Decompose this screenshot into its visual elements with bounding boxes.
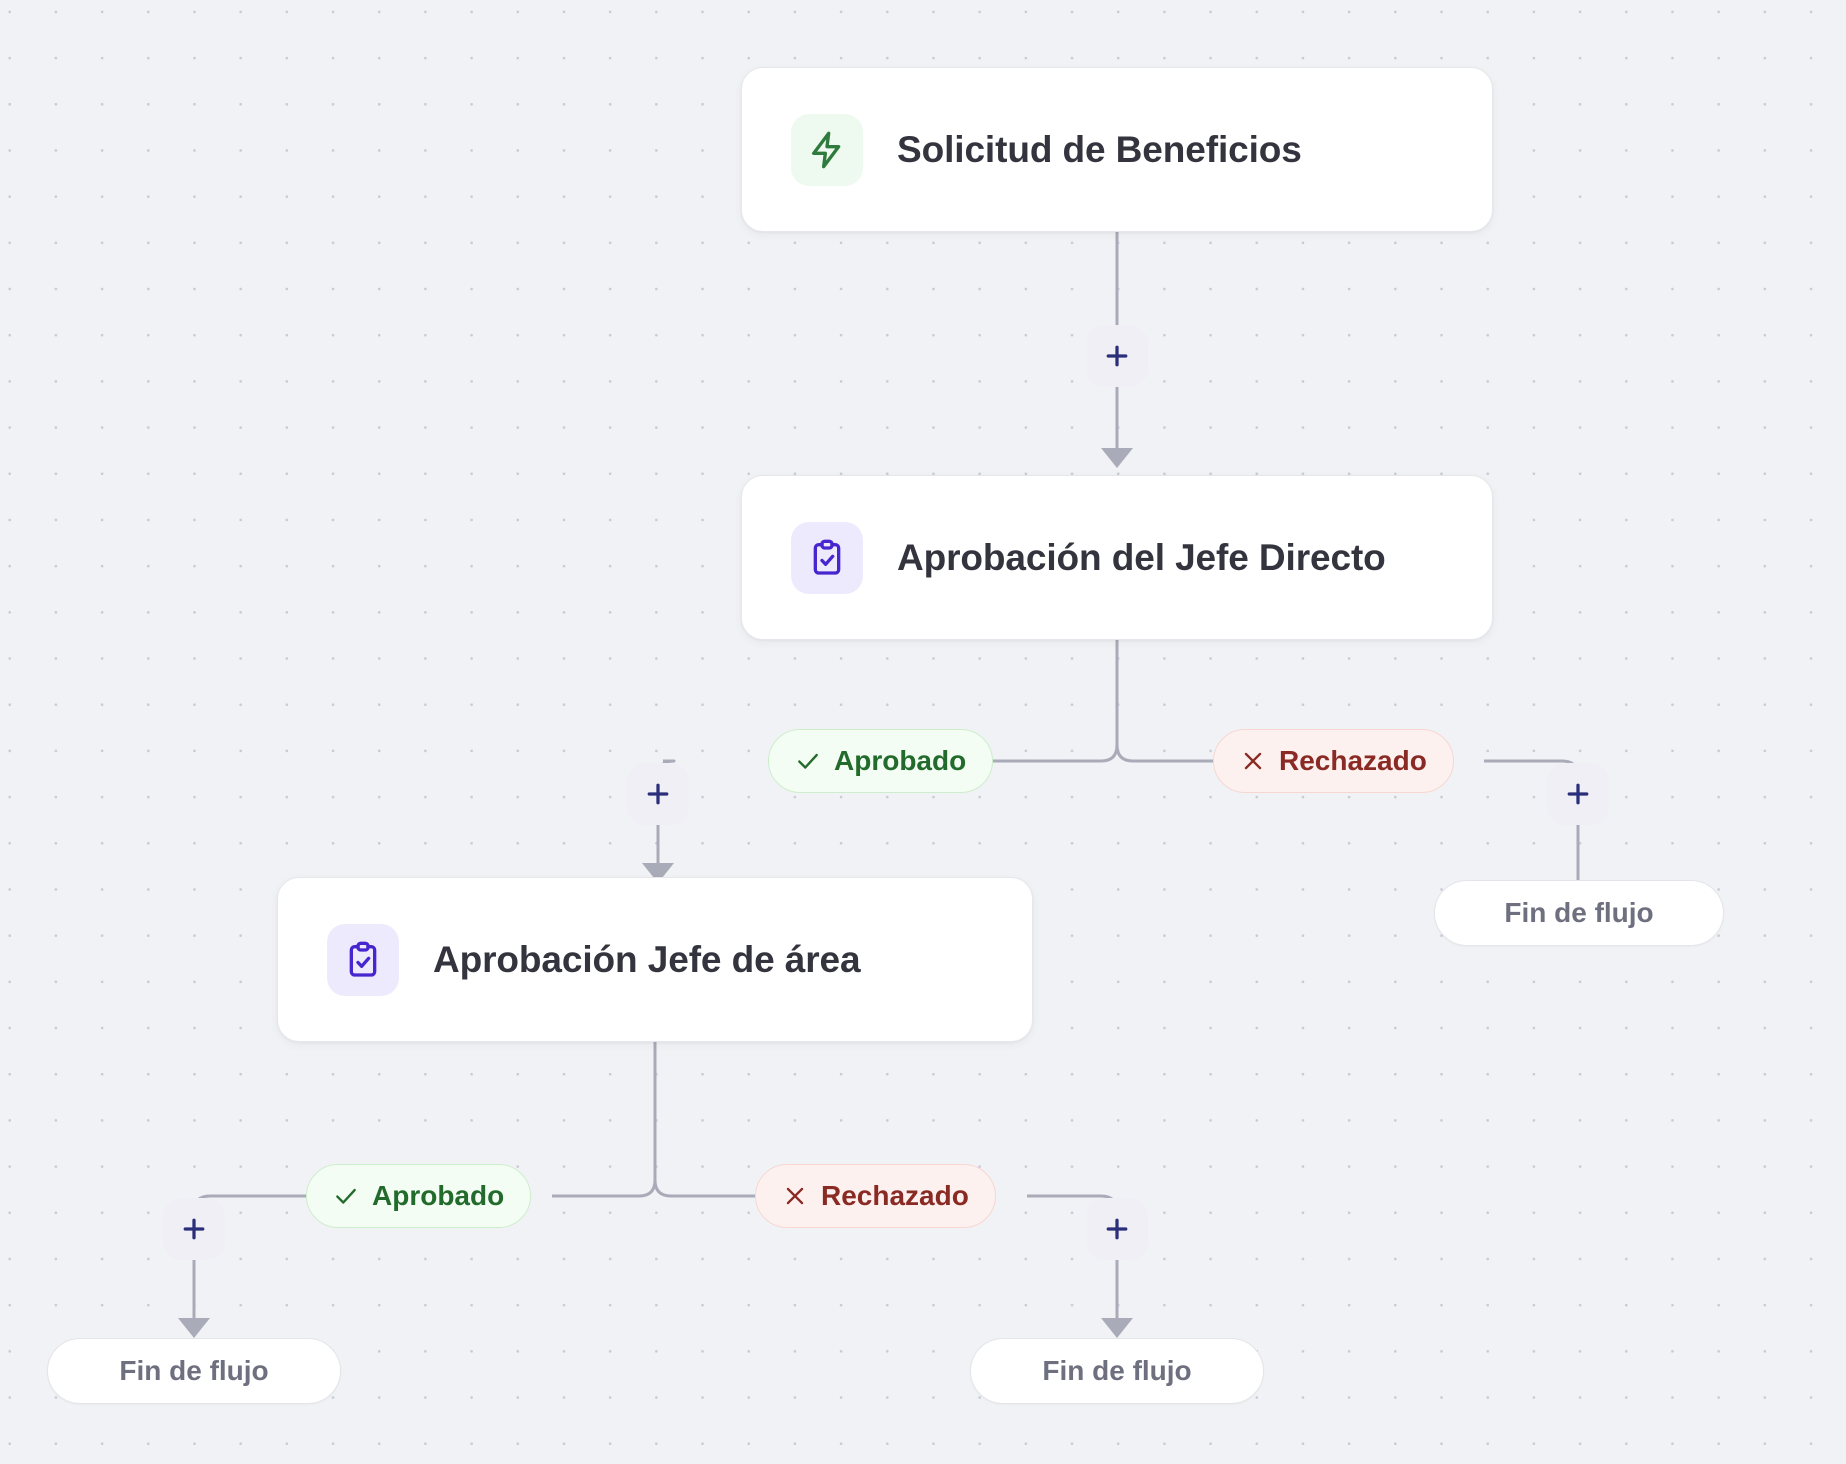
plus-icon [1106, 1218, 1128, 1240]
add-on-b1-approved-button[interactable] [627, 763, 689, 825]
end-node-fin-de-flujo-1[interactable]: Fin de flujo [1434, 880, 1724, 946]
clipboard-check-icon [327, 923, 399, 996]
add-on-b1-rejected-button[interactable] [1547, 763, 1609, 825]
end-node-label: Fin de flujo [1042, 1355, 1192, 1386]
clipboard-check-icon [791, 521, 863, 594]
branch-badge-label: Rechazado [821, 1180, 969, 1211]
end-node-fin-de-flujo-3[interactable]: Fin de flujo [970, 1338, 1264, 1404]
edge-approval2-split-right [653, 1042, 755, 1198]
branch-badge-label: Aprobado [834, 745, 967, 776]
node-aprobacion-jefe-de-area[interactable]: Aprobación Jefe de área [277, 877, 1033, 1042]
check-icon [795, 748, 821, 774]
branch-badge-rechazado-2[interactable]: Rechazado [755, 1164, 996, 1228]
plus-icon [647, 783, 669, 805]
edge-approval2-split-left [552, 1042, 657, 1198]
node-title: Aprobación Jefe de área [433, 938, 861, 980]
node-title: Aprobación del Jefe Directo [897, 536, 1386, 578]
plus-icon [1567, 783, 1589, 805]
arrow-head [178, 1318, 210, 1338]
branch-badge-aprobado-1[interactable]: Aprobado [768, 729, 994, 793]
arrow-head [1101, 1318, 1133, 1338]
arrow-head [1101, 448, 1133, 468]
edge-approval1-split-right [1115, 638, 1213, 763]
lightning-bolt-icon [791, 113, 863, 186]
end-node-label: Fin de flujo [1504, 897, 1654, 928]
branch-badge-rechazado-1[interactable]: Rechazado [1213, 729, 1454, 793]
close-icon [782, 1183, 808, 1209]
check-icon [333, 1183, 359, 1209]
node-title: Solicitud de Beneficios [897, 128, 1302, 170]
branch-badge-aprobado-2[interactable]: Aprobado [306, 1164, 532, 1228]
add-on-b2-approved-button[interactable] [163, 1198, 225, 1260]
branch-badge-label: Aprobado [372, 1180, 505, 1211]
plus-icon [1106, 345, 1128, 367]
add-after-trigger-button[interactable] [1086, 325, 1148, 387]
end-node-fin-de-flujo-2[interactable]: Fin de flujo [47, 1338, 341, 1404]
plus-icon [183, 1218, 205, 1240]
add-on-b2-rejected-button[interactable] [1086, 1198, 1148, 1260]
end-node-label: Fin de flujo [119, 1355, 269, 1386]
branch-badge-label: Rechazado [1279, 745, 1427, 776]
close-icon [1240, 748, 1266, 774]
node-solicitud-de-beneficios[interactable]: Solicitud de Beneficios [741, 67, 1493, 232]
node-aprobacion-del-jefe-directo[interactable]: Aprobación del Jefe Directo [741, 475, 1493, 640]
